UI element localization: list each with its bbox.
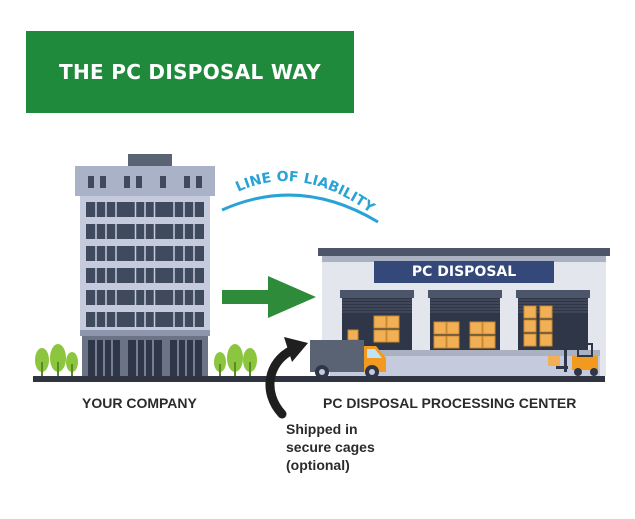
line-of-liability: LINE OF LIABILITY xyxy=(221,169,379,224)
facility-sign-label: PC DISPOSAL xyxy=(411,264,517,280)
banner-title: THE PC DISPOSAL WAY xyxy=(59,60,321,84)
arrow-right-icon xyxy=(222,276,316,318)
truck-icon xyxy=(310,340,386,379)
facility-sign xyxy=(374,261,554,283)
shipped-note-line3: (optional) xyxy=(286,457,350,473)
shipped-note-line1: Shipped in xyxy=(286,421,358,437)
forklift-icon xyxy=(548,343,598,376)
processing-center-label: PC DISPOSAL PROCESSING CENTER xyxy=(323,395,577,411)
title-banner: THE PC DISPOSAL WAY xyxy=(26,31,354,113)
shipped-note: Shipped in secure cages (optional) xyxy=(286,420,426,474)
company-building xyxy=(75,154,215,376)
company-label: YOUR COMPANY xyxy=(82,395,197,411)
curved-arrow-icon xyxy=(265,337,308,419)
shipped-note-line2: secure cages xyxy=(286,439,375,455)
cargo-boxes xyxy=(347,305,553,349)
tree-icons xyxy=(35,344,257,376)
ground-line xyxy=(33,376,605,382)
